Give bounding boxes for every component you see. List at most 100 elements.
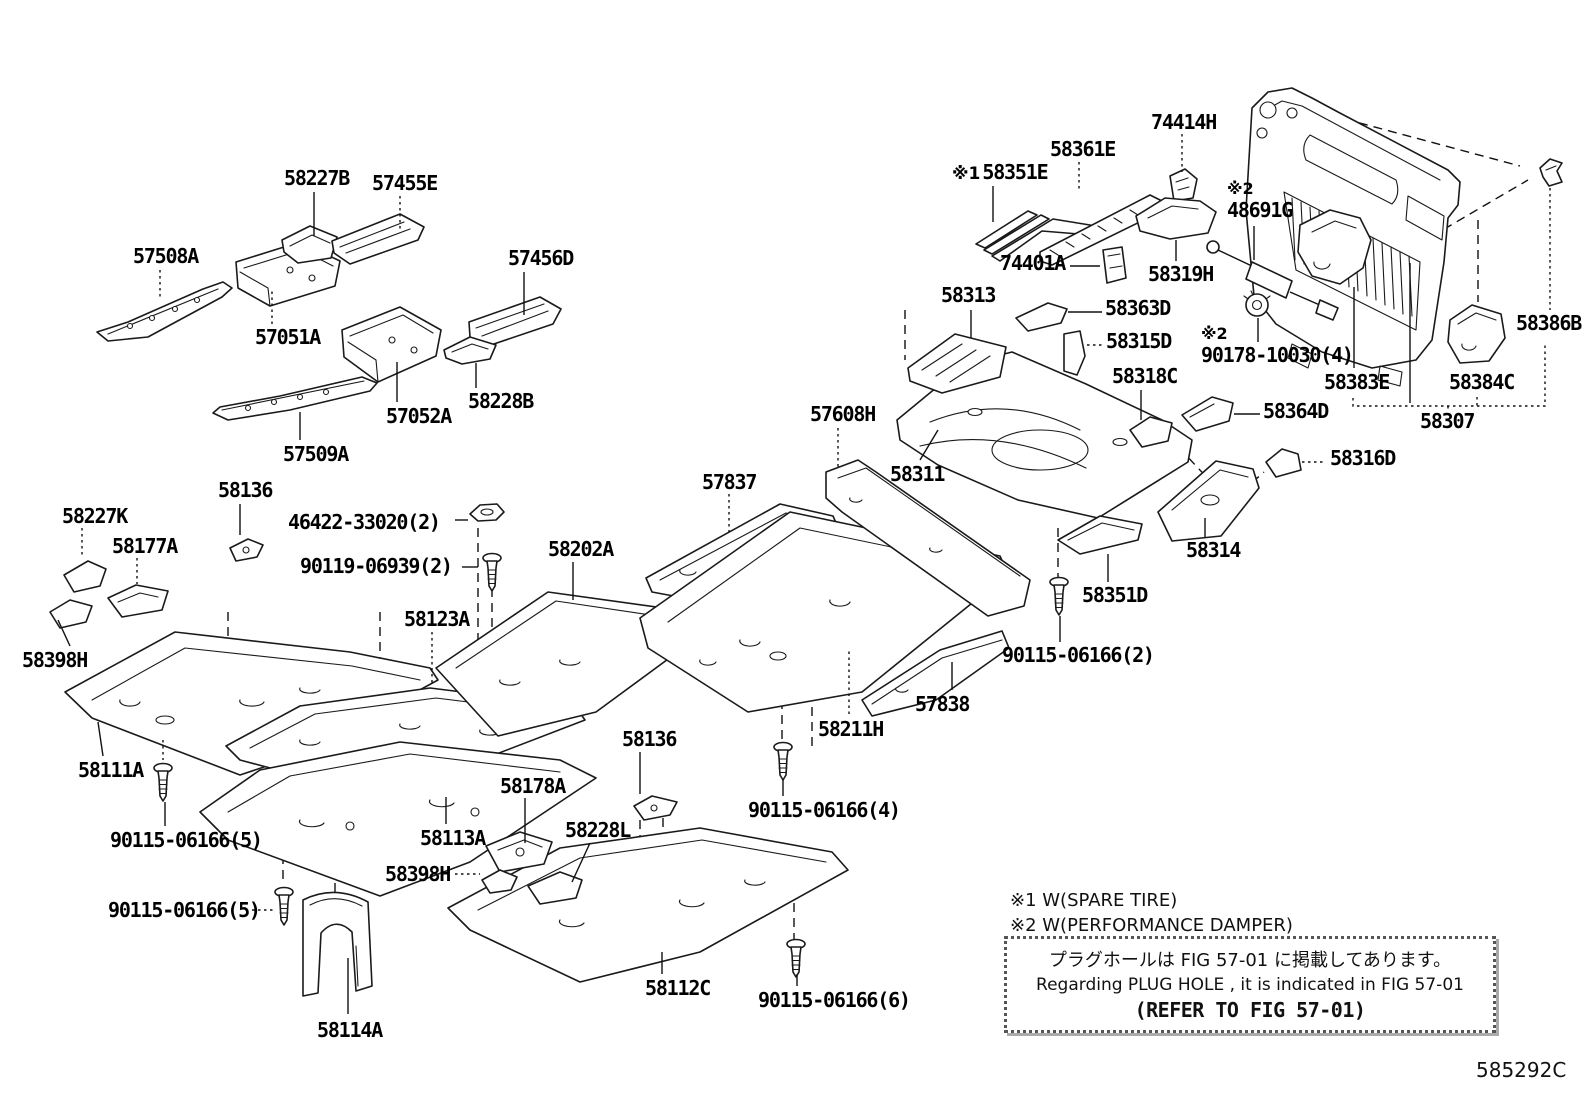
part-label-57508A[interactable]: 57508A [133,246,199,266]
part-label-58178A[interactable]: 58178A [500,774,566,798]
part-label-58311[interactable]: 58311 [890,462,945,486]
part-label-48691G[interactable]: 48691G※2 [1227,181,1293,221]
part-label-58398H[interactable]: 58398H [22,648,88,672]
part-label-90115-06166(6)[interactable]: 90115-06166(6) [758,990,911,1010]
part-number-text: 58178A [500,774,566,798]
part-label-57051A[interactable]: 57051A [255,327,321,347]
part-number-text: 58313 [941,283,996,307]
part-number-text: 58398H [385,862,451,886]
part-number-text: 58363D [1105,296,1171,320]
part-number-text: 46422-33020(2) [288,510,441,534]
part-58227K-clip [63,560,107,593]
part-57608H-crossmember [825,459,1031,617]
part-number-text: 57838 [915,692,970,716]
part-label-57052A[interactable]: 57052A [386,406,452,426]
parts-group [49,87,1563,997]
part-label-57608H[interactable]: 57608H [810,404,876,424]
part-58228L-bracket [527,871,583,905]
figure-code: 585292C [1476,1058,1567,1082]
part-number-text: 58351D [1082,583,1148,607]
part-58398H-clip-rear [481,869,518,894]
part-label-58228L[interactable]: 58228L [565,818,631,842]
bolt-90115-06166-6 [786,938,806,978]
part-number-text: 58316D [1330,446,1396,470]
part-label-90115-06166(2)[interactable]: 90115-06166(2) [1002,645,1155,665]
part-number-text: 58228B [468,389,534,413]
part-label-58313[interactable]: 58313 [941,283,996,307]
part-label-58383E[interactable]: 58383E [1324,372,1390,392]
part-57455E-drawing [331,213,425,265]
part-58398H-clip-front [49,599,93,629]
part-number-text: 90115-06166(4) [748,798,901,822]
part-label-57838[interactable]: 57838 [915,692,970,716]
part-58177A-bracket [107,584,169,618]
part-57838-rail [861,630,1010,717]
part-number-text: 58123A [404,607,470,631]
part-number-text: 58398H [22,648,88,672]
part-label-58123A[interactable]: 58123A [404,607,470,631]
part-number-text: 58386B [1516,311,1582,335]
part-58384C-bracket [1447,304,1506,364]
part-label-90115-06166(5)[interactable]: 90115-06166(5) [110,828,263,852]
part-label-58114A[interactable]: 58114A [317,1020,383,1040]
part-label-58202A[interactable]: 58202A [548,539,614,559]
part-74401A-bracket [1102,246,1127,284]
nut-46422-33020 [469,503,505,522]
part-58114A-bracket [302,891,373,997]
part-label-46422-33020(2)[interactable]: 46422-33020(2) [288,510,441,534]
part-57508A-drawing [96,281,233,342]
part-label-58307[interactable]: 58307 [1420,411,1475,431]
part-label-58228B[interactable]: 58228B [468,389,534,413]
part-number-text: 58351E [982,160,1048,184]
part-label-58315D[interactable]: 58315D [1106,331,1172,351]
part-58315D-bracket [1063,330,1086,376]
part-label-58112C[interactable]: 58112C [645,978,711,998]
part-label-58227K[interactable]: 58227K [62,506,128,526]
part-label-58351D[interactable]: 58351D [1082,583,1148,607]
part-number-text: 90115-06166(5) [108,898,261,922]
part-label-58364D[interactable]: 58364D [1263,399,1329,423]
part-label-74414H[interactable]: 74414H [1151,112,1217,132]
part-number-text: 74401A [1000,251,1066,275]
part-label-58211H[interactable]: 58211H [818,719,884,739]
part-label-58363D[interactable]: 58363D [1105,296,1171,320]
part-label-58361E[interactable]: 58361E [1050,137,1116,161]
part-label-58111A[interactable]: 58111A [78,760,144,780]
part-number-text: 58228L [565,818,631,842]
part-label-57837[interactable]: 57837 [702,472,757,492]
part-58318C-bracket [1129,416,1173,448]
part-label-58136[interactable]: 58136 [218,480,273,500]
part-number-text: 58364D [1263,399,1329,423]
part-label-58384C[interactable]: 58384C [1449,372,1515,392]
part-label-58177A[interactable]: 58177A [112,536,178,556]
part-label-58113A[interactable]: 58113A [420,828,486,848]
part-label-74401A[interactable]: 74401A [1000,251,1066,275]
part-label-90178-10030(4)[interactable]: 90178-10030(4)※2 [1201,326,1354,366]
part-label-58314[interactable]: 58314 [1186,538,1241,562]
part-label-57456D[interactable]: 57456D [508,246,574,270]
part-label-58386B[interactable]: 58386B [1516,311,1582,335]
part-58386B-clip [1539,158,1563,187]
part-label-58398H[interactable]: 58398H [385,862,451,886]
part-label-58227B[interactable]: 58227B [284,168,350,188]
part-label-57455E[interactable]: 57455E [372,173,438,193]
part-label-58136[interactable]: 58136 [622,729,677,749]
part-number-text: 90115-06166(5) [110,828,263,852]
part-label-58316D[interactable]: 58316D [1330,446,1396,470]
part-label-90119-06939(2)[interactable]: 90119-06939(2) [300,556,453,576]
part-number-text: 58314 [1186,538,1241,562]
part-label-58318C[interactable]: 58318C [1112,366,1178,386]
part-number-text: 57509A [283,442,349,466]
footnote-performance-damper: ※2 W(PERFORMANCE DAMPER) [1010,915,1293,936]
part-label-90115-06166(5)[interactable]: 90115-06166(5) [108,898,261,922]
part-number-text: 57456D [508,246,574,270]
part-number-text: 58361E [1050,137,1116,161]
part-label-58319H[interactable]: 58319H [1148,264,1214,284]
part-number-text: 58311 [890,462,945,486]
part-label-57509A[interactable]: 57509A [283,442,349,466]
bolt-90115-06166-2 [1049,576,1069,616]
leader-lines [57,134,1551,1014]
part-label-90115-06166(4)[interactable]: 90115-06166(4) [748,798,901,822]
